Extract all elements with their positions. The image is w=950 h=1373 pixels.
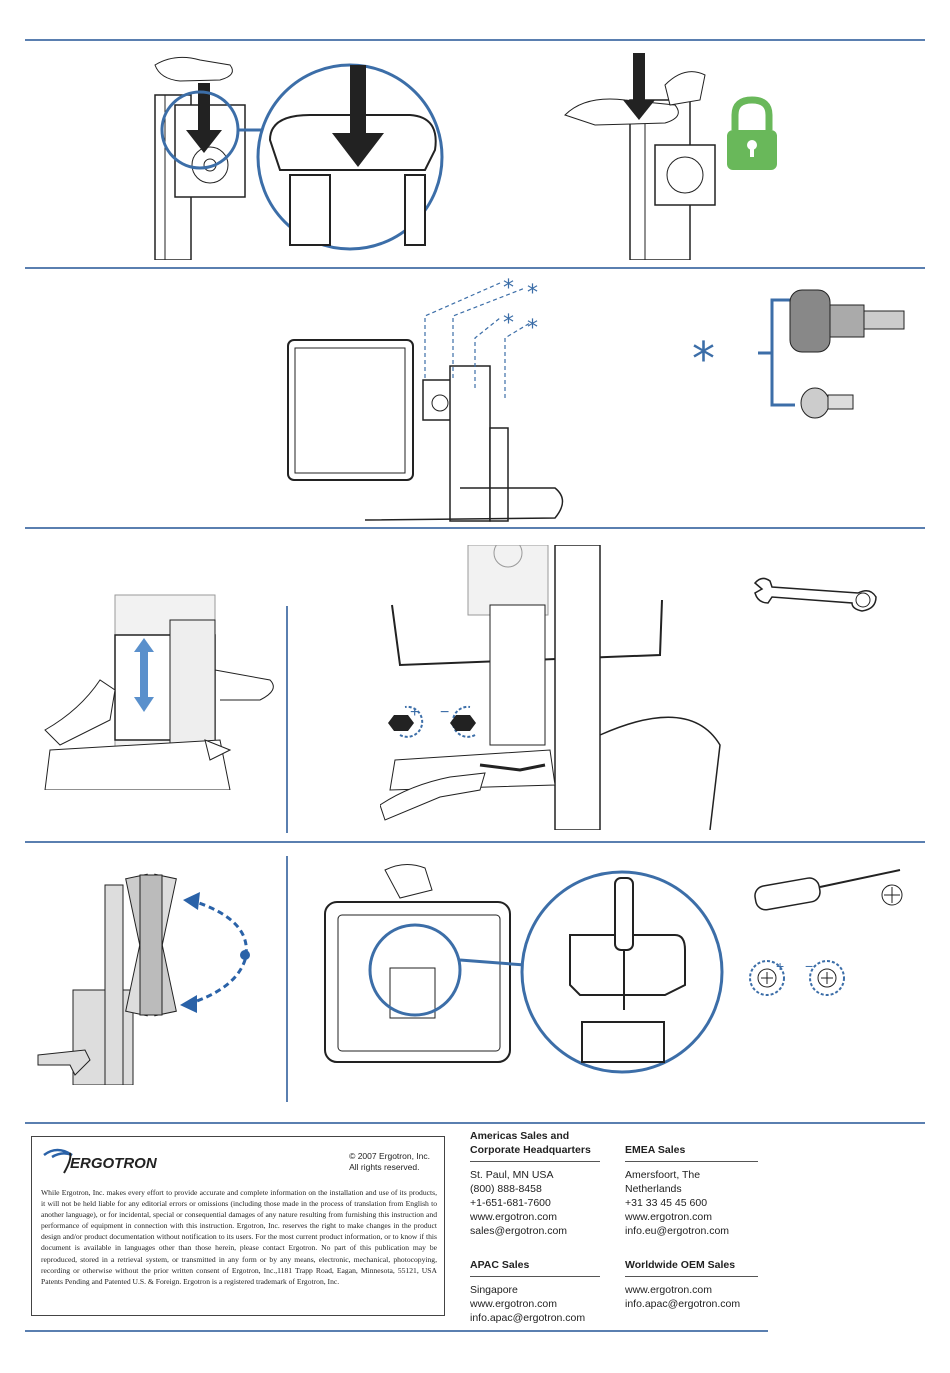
phillips-head-icon (881, 884, 903, 906)
step-locked (555, 45, 795, 260)
asterisk-icon: * (692, 332, 715, 386)
contact-line[interactable]: www.ergotron.com (470, 1211, 557, 1223)
contact-line: +31 33 45 45 600 (625, 1197, 708, 1209)
contact-line: +1-651-681-7600 (470, 1197, 551, 1209)
contact-line[interactable]: www.ergotron.com (625, 1211, 712, 1223)
divider-3 (25, 527, 925, 529)
legal-notice-box: ERGOTRON © 2007 Ergotron, Inc. All right… (31, 1136, 445, 1316)
contact-line[interactable]: info.eu@ergotron.com (625, 1225, 730, 1237)
contact-title: EMEA Sales (625, 1144, 686, 1156)
copyright: © 2007 Ergotron, Inc. All rights reserve… (349, 1151, 430, 1173)
contact-title: Americas Sales and (470, 1130, 570, 1142)
contact-title: Worldwide OEM Sales (625, 1259, 736, 1271)
copyright-line: © 2007 Ergotron, Inc. (349, 1151, 430, 1161)
svg-text:−: − (805, 958, 813, 974)
screw-tighten-loosen-icons: + − (745, 955, 855, 1000)
contact-line[interactable]: sales@ergotron.com (470, 1225, 568, 1237)
thumbscrew-icon (789, 289, 905, 353)
counterclockwise-loosen-icon: − (805, 958, 845, 996)
counterclockwise-loosen-icon: − (440, 704, 476, 738)
contact-apac: APAC Sales Singapore www.ergotron.com in… (470, 1258, 600, 1325)
hardware-legend: * (690, 285, 910, 425)
step-press-cap (120, 45, 450, 260)
clockwise-tighten-icon: + (749, 958, 785, 996)
divider-1 (25, 39, 925, 41)
contact-line[interactable]: www.ergotron.com (625, 1284, 712, 1296)
contact-line[interactable]: www.ergotron.com (470, 1298, 557, 1310)
vertical-divider-1 (286, 606, 288, 833)
step-tighten-tension: + − (380, 545, 725, 830)
divider-5 (25, 1122, 925, 1124)
contact-line: Singapore (470, 1284, 518, 1296)
contact-emea: EMEA Sales Amersfoort, The Netherlands +… (625, 1143, 758, 1238)
ergotron-logo: ERGOTRON (42, 1145, 202, 1175)
svg-text:+: + (410, 704, 419, 721)
vertical-divider-2 (286, 856, 288, 1102)
contact-line[interactable]: info.apac@ergotron.com (625, 1298, 741, 1310)
svg-text:−: − (440, 704, 449, 721)
contact-line: (800) 888-8458 (470, 1183, 542, 1195)
clockwise-tighten-icon: + (388, 704, 424, 738)
divider-2 (25, 267, 925, 269)
contact-line: Amersfoort, The Netherlands (625, 1169, 701, 1195)
step-screw-detail (320, 860, 745, 1085)
contact-line: St. Paul, MN USA (470, 1169, 554, 1181)
divider-4 (25, 841, 925, 843)
svg-text:+: + (776, 958, 784, 974)
step-height-adjust (40, 590, 280, 790)
contact-americas: Americas Sales and Corporate Headquarter… (470, 1129, 600, 1238)
logo-wordmark: ERGOTRON (70, 1155, 158, 1172)
svg-text:*: * (503, 311, 514, 336)
legal-text: While Ergotron, Inc. makes every effort … (41, 1188, 437, 1286)
svg-text:*: * (527, 316, 538, 341)
svg-text:*: * (503, 278, 514, 301)
contact-title-2: Corporate Headquarters (470, 1144, 591, 1156)
contact-oem: Worldwide OEM Sales www.ergotron.com inf… (625, 1258, 758, 1311)
rights-line: All rights reserved. (349, 1162, 420, 1172)
divider-6 (25, 1330, 768, 1332)
step-tilt (35, 860, 270, 1085)
screw-icon (800, 387, 854, 419)
step-attach-monitor: * * * * (285, 278, 565, 523)
lock-icon (727, 96, 777, 170)
asterisk-icon: * * * * (503, 278, 538, 341)
contact-title: APAC Sales (470, 1259, 530, 1271)
wrench-icon (750, 575, 880, 620)
contact-line[interactable]: info.apac@ergotron.com (470, 1312, 586, 1324)
screwdriver-icon (750, 862, 910, 917)
svg-text:*: * (527, 281, 538, 306)
